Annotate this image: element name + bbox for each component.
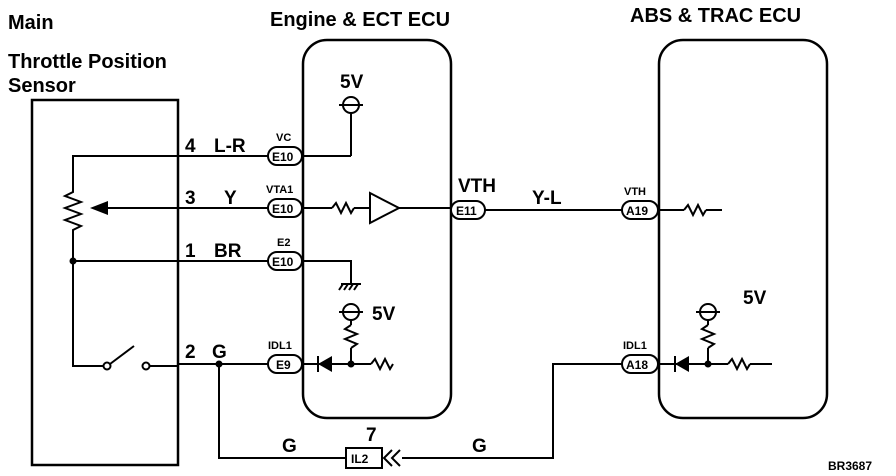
e2-ground-wire xyxy=(303,260,352,283)
vta-resistor-icon xyxy=(331,200,355,216)
connector-a19-vth-code: A19 xyxy=(626,204,648,218)
sensor-title-line-2: Throttle Position xyxy=(8,51,167,73)
connector-e9-idl1-code: E9 xyxy=(276,358,291,372)
wiper-arrow-icon xyxy=(90,201,108,215)
abs-trac-ecu: ABS & TRAC ECU 5V xyxy=(630,5,829,420)
sensor-title-line-3: Sensor xyxy=(8,75,76,97)
connectors: VC E10 VTA1 E10 E2 E10 IDL1 E9 E11 VTH A… xyxy=(266,132,659,469)
ground-icon xyxy=(338,283,359,291)
connector-a18-idl1 xyxy=(621,354,659,374)
abs-idl-series-resistor-icon xyxy=(727,356,751,372)
wire-vth-color: Y-L xyxy=(532,188,562,209)
connector-e10-vta1-code: E10 xyxy=(272,202,294,216)
sensor-internal-wire-top xyxy=(72,155,178,186)
sensor-internal-wire-bottom xyxy=(72,236,104,367)
connector-e10-vc xyxy=(267,146,303,166)
wire-vta-color: Y xyxy=(224,188,237,209)
abs-ecu-title: ABS & TRAC ECU xyxy=(630,5,801,27)
connector-a19-vth-signal: VTH xyxy=(624,186,646,198)
connector-a18-idl1-code: A18 xyxy=(626,358,648,372)
wire-vc-pin: 4 xyxy=(185,136,196,157)
sensor-housing xyxy=(30,98,180,467)
potentiometer-resistor xyxy=(62,186,84,236)
connector-il2-code: IL2 xyxy=(351,452,369,466)
wire-vc-color: L-R xyxy=(214,136,246,157)
abs-idl-pullup-resistor-icon xyxy=(699,324,717,349)
connector-e9-idl1 xyxy=(267,354,303,374)
connector-e10-e2 xyxy=(267,251,303,271)
idl-diode-icon xyxy=(318,356,332,372)
connector-e10-e2-code: E10 xyxy=(272,255,294,269)
connector-e9-idl1-signal: IDL1 xyxy=(268,340,292,352)
vc-supply-label: 5V xyxy=(340,72,364,93)
wire-e2-pin: 1 xyxy=(185,241,196,262)
idl-pullup-resistor-icon xyxy=(342,324,360,349)
wire-g-left xyxy=(218,364,346,459)
wire-idl-color: G xyxy=(212,342,227,363)
abs-supply-label: 5V xyxy=(743,288,767,309)
connector-e10-vc-code: E10 xyxy=(272,150,294,164)
idl-supply-label: 5V xyxy=(372,304,396,325)
connector-e11 xyxy=(450,200,486,220)
wire-e2-color: BR xyxy=(214,241,242,262)
wire-g-left-color: G xyxy=(282,436,297,457)
idle-switch-blade-icon xyxy=(109,345,135,365)
idle-switch-contact-right xyxy=(141,361,151,371)
abs-ecu-housing xyxy=(657,38,829,420)
buffer-amplifier-icon xyxy=(369,191,402,225)
connector-il2-chevron-icon xyxy=(382,449,401,467)
sensor-title-line-1: Main xyxy=(8,12,54,34)
connector-il2-pin: 7 xyxy=(366,425,377,446)
figure-code: BR3687 xyxy=(828,459,872,473)
idle-switch-contact-left xyxy=(102,361,112,371)
connector-a19-vth xyxy=(621,200,659,220)
wire-vta-pin: 3 xyxy=(185,188,196,209)
engine-ect-ecu: Engine & ECT ECU 5V 5V xyxy=(270,9,453,420)
connector-il2 xyxy=(345,447,383,469)
junction-e2 xyxy=(69,257,77,265)
wire-g-right xyxy=(402,363,622,459)
wire-vth-signal: VTH xyxy=(458,176,496,197)
harness-wires: 4 L-R 3 Y 1 BR 2 G VTH Y-L G G xyxy=(178,136,622,459)
connector-e10-vta1 xyxy=(267,198,303,218)
engine-ecu-title: Engine & ECT ECU xyxy=(270,9,450,31)
wire-g-right-color: G xyxy=(472,436,487,457)
connector-e10-vc-signal: VC xyxy=(276,132,291,144)
connector-e11-code: E11 xyxy=(456,204,477,218)
connector-a18-idl1-signal: IDL1 xyxy=(623,340,647,352)
throttle-position-sensor: Main Throttle Position Sensor xyxy=(8,12,180,467)
connector-e10-vta1-signal: VTA1 xyxy=(266,184,293,196)
abs-vth-resistor-icon xyxy=(683,202,707,218)
idl-series-resistor-icon xyxy=(370,356,394,372)
wire-idl-pin: 2 xyxy=(185,342,196,363)
engine-ecu-housing xyxy=(301,38,453,420)
abs-idl-diode-icon xyxy=(675,356,689,372)
connector-e10-e2-signal: E2 xyxy=(277,237,290,249)
